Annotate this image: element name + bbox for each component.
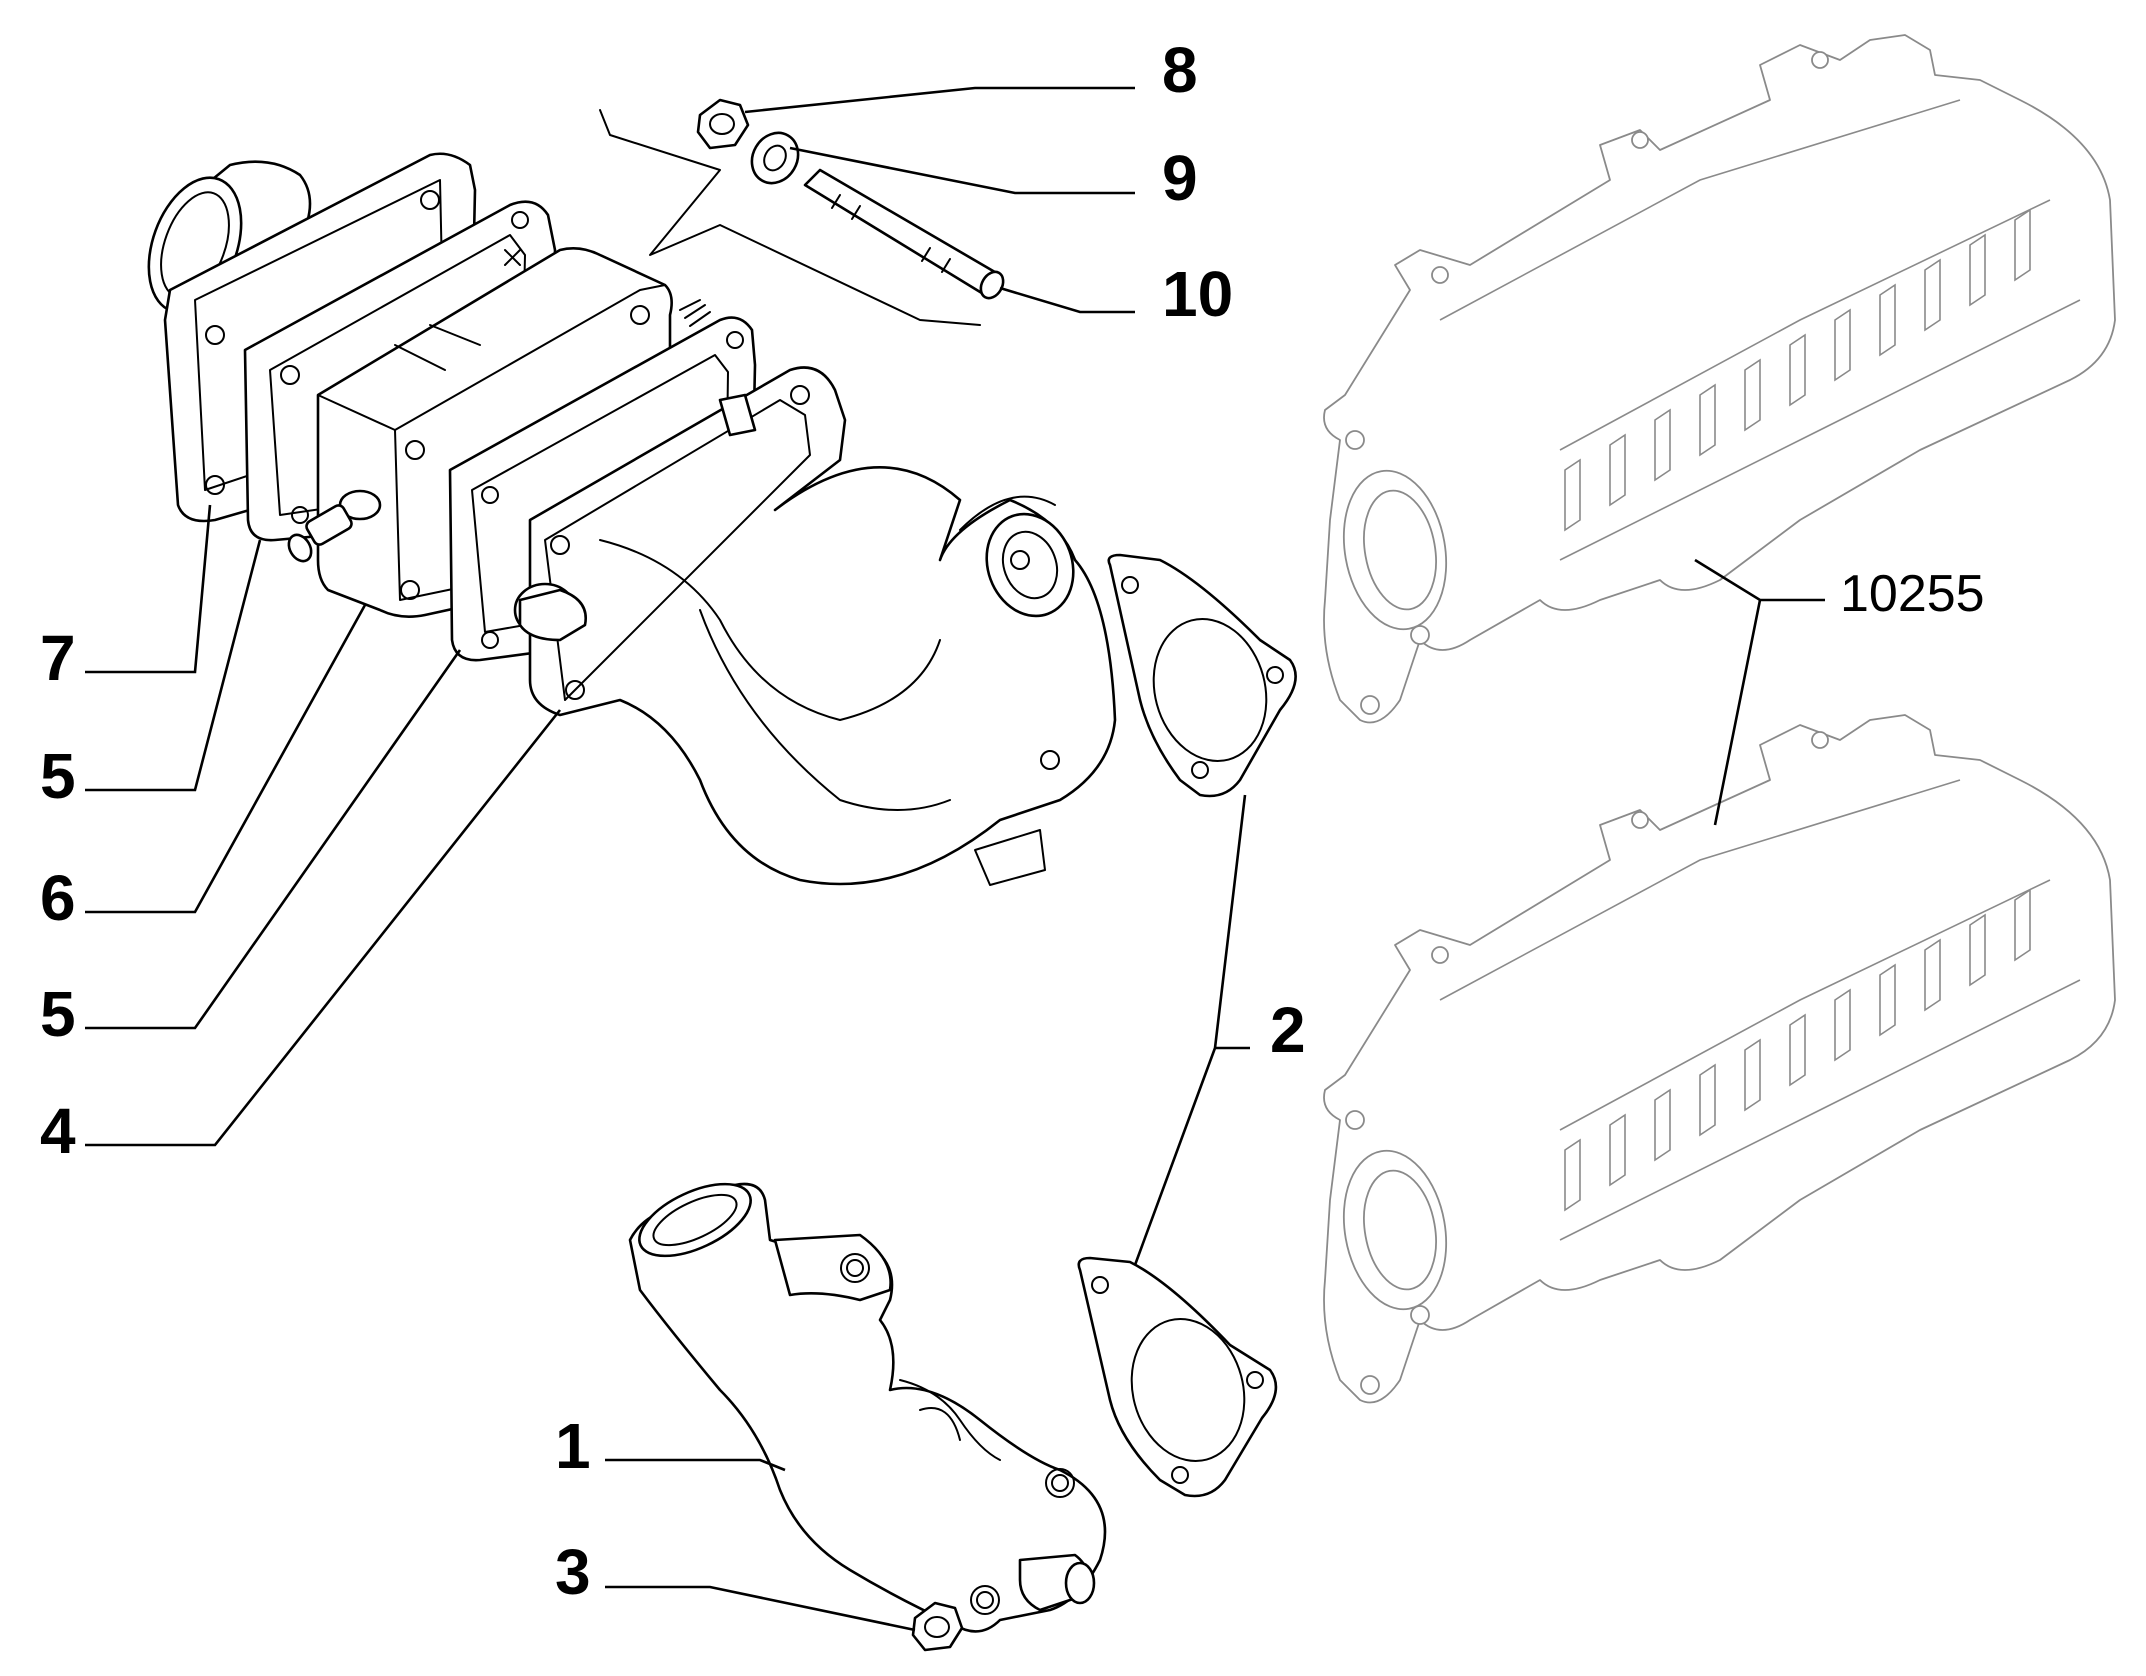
leader-lines <box>85 86 1825 1632</box>
leader-7 <box>85 504 212 674</box>
assembly-guide-line <box>599 109 981 326</box>
callout-4: 4 <box>40 1095 76 1167</box>
part-4-egr-pipe <box>513 366 1117 886</box>
callout-8: 8 <box>1162 34 1198 106</box>
part-2-gasket-lower <box>1077 1256 1278 1498</box>
callout-10: 10 <box>1162 258 1233 330</box>
leader-ref <box>1694 558 1825 826</box>
callout-5a: 5 <box>40 740 76 812</box>
leader-10 <box>999 286 1135 314</box>
leader-2 <box>1133 794 1250 1266</box>
callout-7: 7 <box>40 622 76 694</box>
reference-manifold-upper <box>1323 34 2116 724</box>
leader-3 <box>605 1585 916 1632</box>
leader-5b <box>85 649 462 1030</box>
callout-1: 1 <box>555 1410 591 1482</box>
callout-5b: 5 <box>40 978 76 1050</box>
leader-4 <box>85 709 562 1147</box>
callout-3: 3 <box>555 1536 591 1608</box>
leader-1 <box>605 1458 786 1472</box>
leader-8 <box>744 86 1135 114</box>
part-3-nut <box>911 1601 964 1652</box>
part-2-gasket-upper <box>1107 553 1297 798</box>
part-9-washer <box>750 131 800 185</box>
callout-2: 2 <box>1270 994 1306 1066</box>
part-8-nut <box>696 98 750 150</box>
part-1-connecting-pipe <box>628 1182 1107 1633</box>
reference-number: 10255 <box>1840 565 1985 623</box>
leader-6 <box>85 604 367 914</box>
leader-5a <box>85 539 262 792</box>
reference-manifold-lower <box>1323 714 2116 1404</box>
callout-9: 9 <box>1162 142 1198 214</box>
leader-9 <box>789 146 1135 195</box>
callout-6: 6 <box>40 862 76 934</box>
part-10-stud <box>803 168 1005 300</box>
